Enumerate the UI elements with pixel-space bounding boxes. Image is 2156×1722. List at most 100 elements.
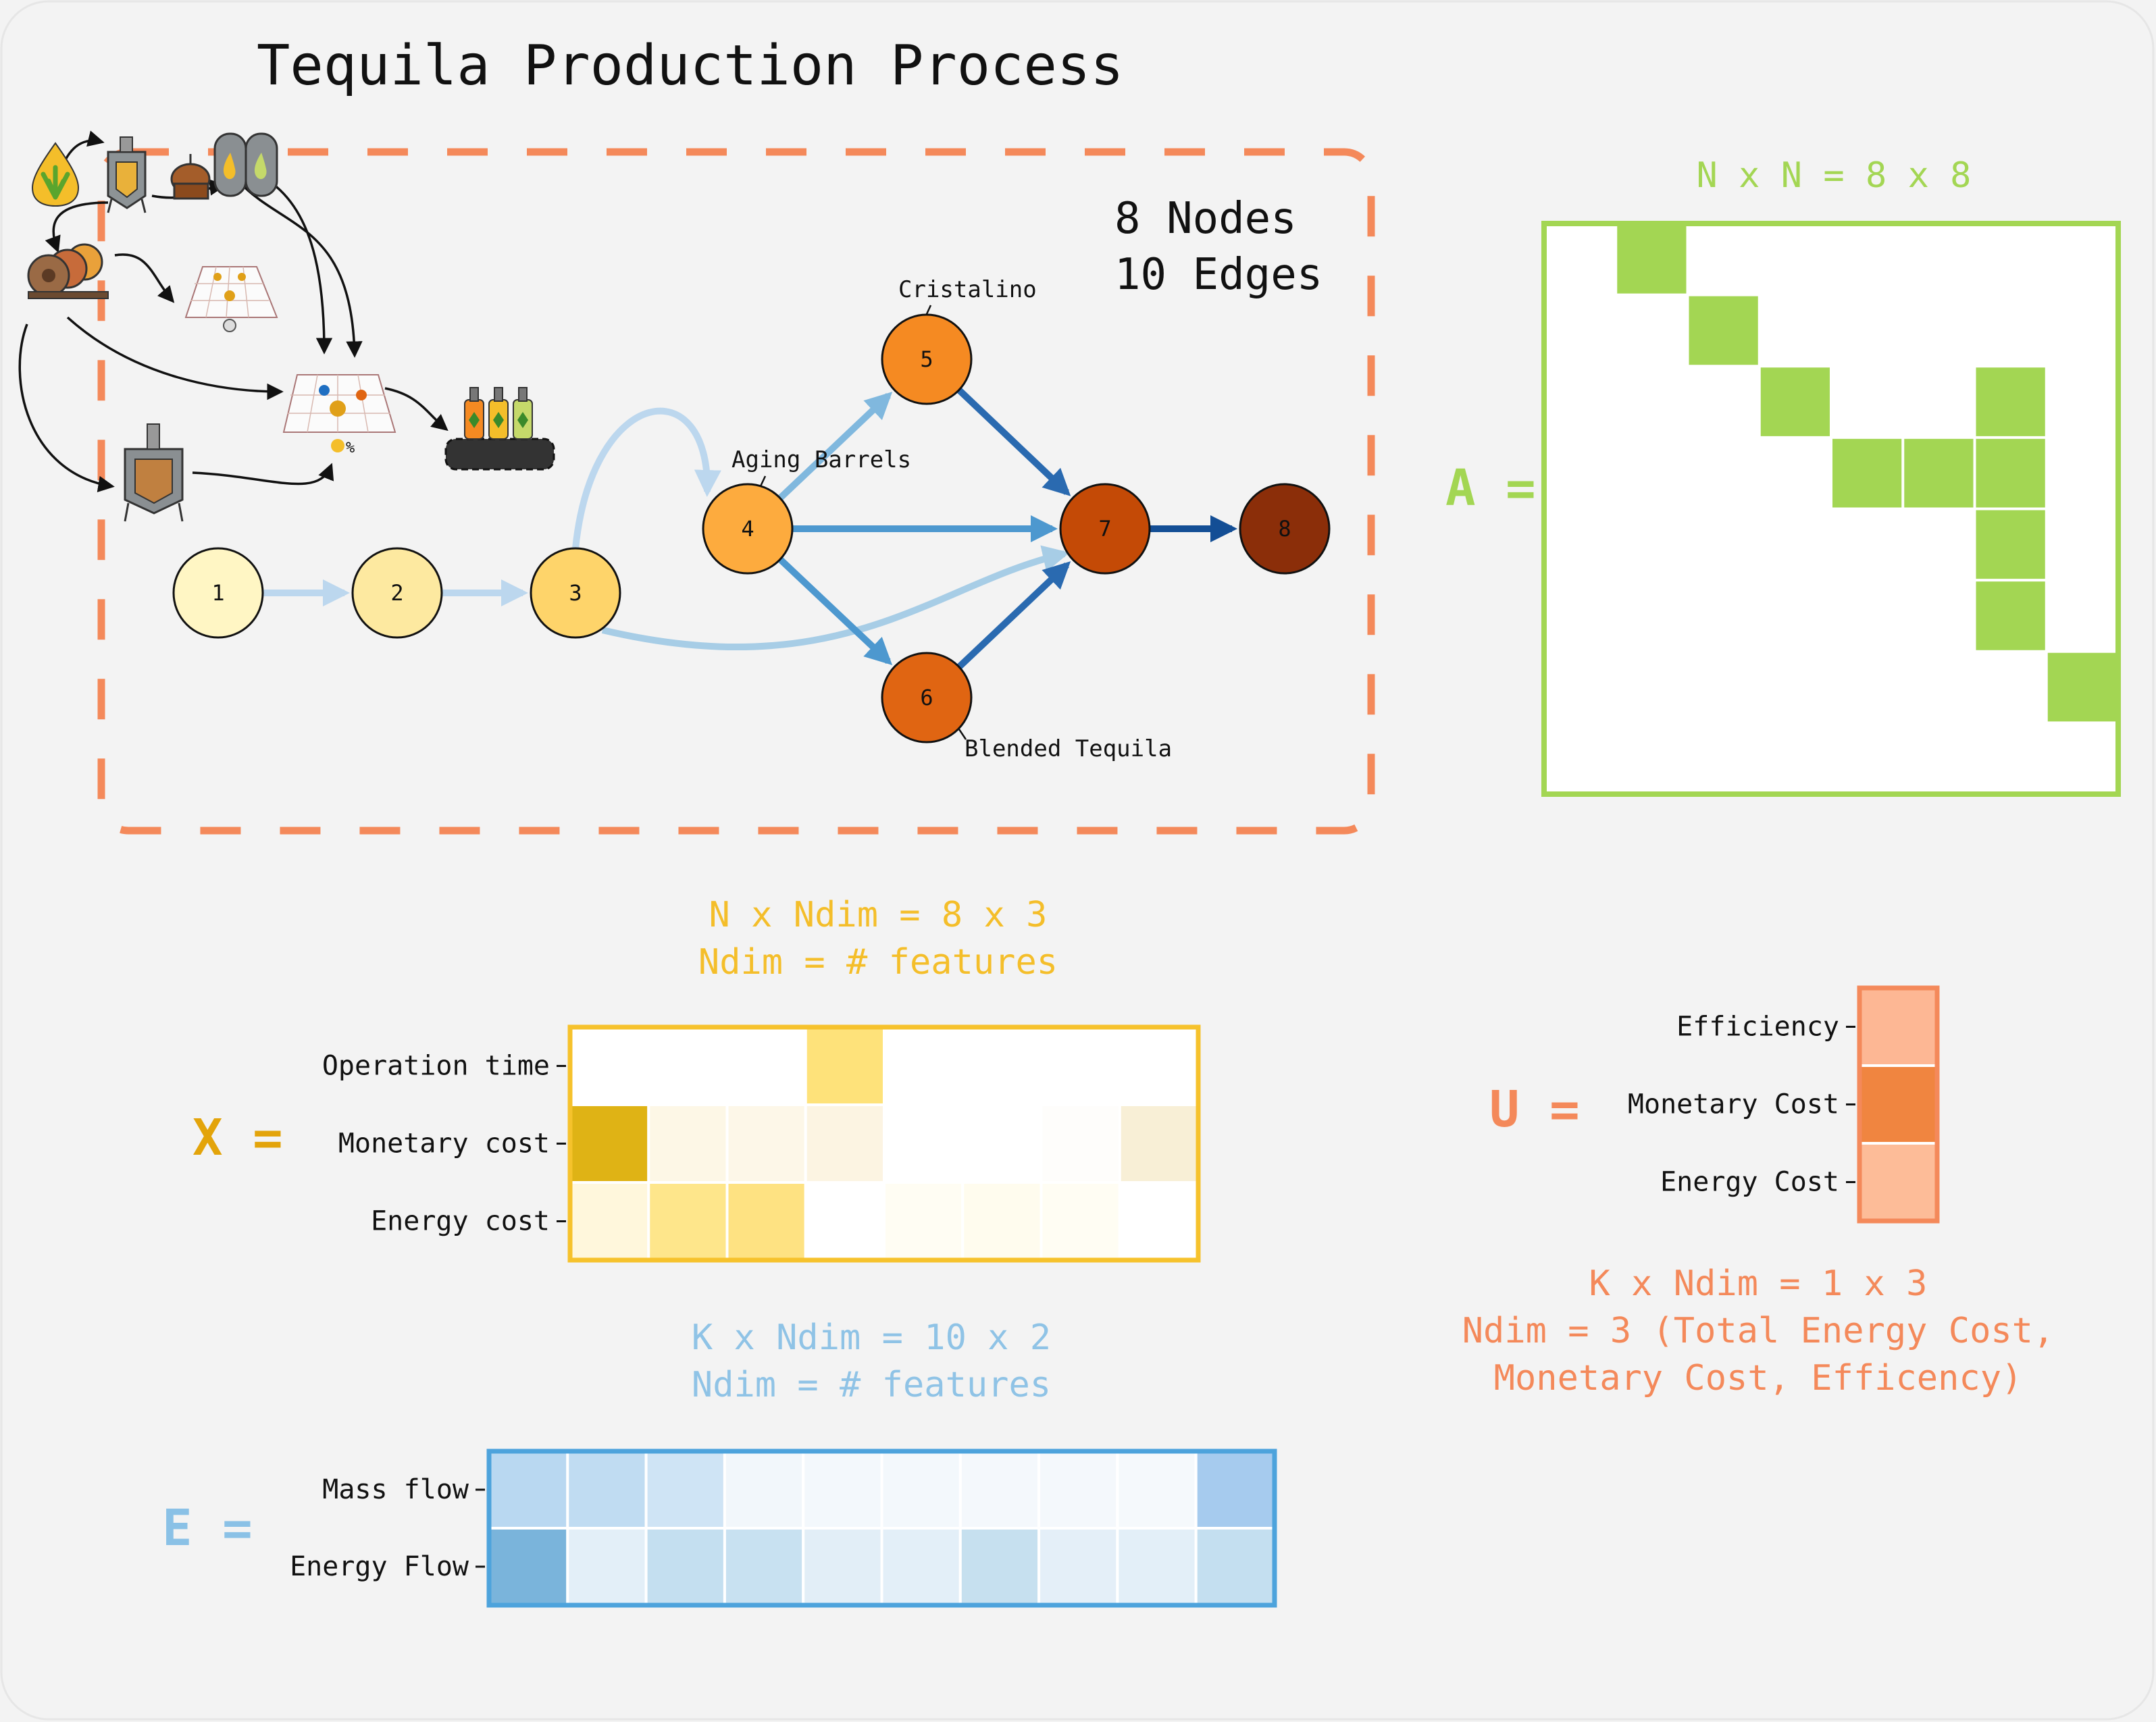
heatmap-cell xyxy=(647,1181,729,1261)
svg-text:%: % xyxy=(346,440,355,456)
node-4: 4 xyxy=(702,483,794,575)
node-label: 6 xyxy=(920,685,933,710)
node-8: 8 xyxy=(1239,483,1331,575)
edge-features-cells xyxy=(488,1450,1276,1607)
row-label: Energy cost xyxy=(371,1206,550,1237)
node-circle xyxy=(351,547,443,639)
node-circle xyxy=(172,547,264,639)
oven-icon xyxy=(107,136,147,213)
global-features-subtitle-1: Ndim = 3 (Total Energy Cost, xyxy=(1462,1311,2055,1351)
edge-3-4 xyxy=(572,407,721,549)
heatmap-cell xyxy=(1116,1450,1198,1530)
edge-features-border xyxy=(486,1449,1277,1608)
heatmap-cell xyxy=(802,1527,883,1607)
adjacency-cell xyxy=(1832,438,1902,508)
heatmap-cell xyxy=(725,1181,807,1261)
heatmap-cell xyxy=(725,1103,807,1184)
heatmap-cell xyxy=(961,1181,1043,1261)
global-features-symbol: U = xyxy=(1489,1080,1580,1139)
heatmap-cell xyxy=(488,1450,569,1530)
heatmap-cell xyxy=(958,1527,1041,1607)
heatmap-cell xyxy=(961,1026,1043,1106)
row-label: Energy Flow xyxy=(290,1551,469,1582)
edge-features-symbol: E = xyxy=(162,1499,253,1557)
heatmap-cell xyxy=(1040,1026,1121,1106)
adjacency-cell xyxy=(1760,367,1830,436)
node-label: 2 xyxy=(390,580,403,606)
node-features-symbol: X = xyxy=(192,1109,283,1167)
adjacency-dims-label: N x N = 8 x 8 xyxy=(1697,155,1972,196)
edge-features-subtitle: Ndim = # features xyxy=(692,1365,1051,1405)
row-label: Monetary Cost xyxy=(1628,1089,1839,1120)
node-circle xyxy=(881,652,973,743)
graph-edges xyxy=(263,387,1237,670)
heatmap-cell xyxy=(880,1527,962,1607)
heatmap-cell xyxy=(1118,1026,1200,1106)
node-circle xyxy=(702,483,794,575)
node-7: 7 xyxy=(1059,483,1151,575)
global-feature-cell xyxy=(1858,1064,1939,1145)
heatmap-cell xyxy=(958,1450,1041,1530)
node-circle xyxy=(881,313,973,405)
heatmap-cell xyxy=(1040,1103,1121,1184)
heatmap-cell xyxy=(1116,1527,1198,1607)
global-features-cells xyxy=(1858,987,1939,1222)
node-label: 7 xyxy=(1098,516,1111,542)
blending-grid-icon xyxy=(184,266,278,332)
adjacency-cell xyxy=(1617,225,1687,294)
node-6: 6 xyxy=(881,652,973,743)
heatmap-cell xyxy=(644,1450,726,1530)
node-5: 5 xyxy=(881,313,973,405)
edge-4-5 xyxy=(777,392,893,501)
adjacency-cell xyxy=(1689,296,1758,365)
adjacency-cell xyxy=(1904,438,1974,508)
node-3: 3 xyxy=(530,547,621,639)
node-features-dims-label: N x Ndim = 8 x 3 xyxy=(709,895,1048,935)
fermentation-tanks-icon xyxy=(213,132,278,197)
heatmap-cell xyxy=(1037,1450,1119,1530)
heatmap-cell xyxy=(488,1527,569,1607)
adjacency-cell xyxy=(2047,652,2117,722)
node-label: 5 xyxy=(920,346,933,372)
heatmap-cell xyxy=(802,1450,883,1530)
heatmap-cell xyxy=(883,1103,965,1184)
process-flow-illustration: % xyxy=(18,130,555,522)
heatmap-cell xyxy=(569,1103,650,1184)
row-label: Monetary cost xyxy=(338,1128,550,1159)
heatmap-cell xyxy=(1040,1181,1121,1261)
heatmap-cell xyxy=(569,1181,650,1261)
edge-6-7 xyxy=(956,561,1071,670)
global-features-border xyxy=(1857,985,1940,1224)
heatmap-cell xyxy=(647,1103,729,1184)
agave-icon xyxy=(31,142,80,207)
global-feature-cell xyxy=(1858,987,1939,1067)
heatmap-cell xyxy=(1194,1450,1276,1530)
heatmap-cell xyxy=(961,1103,1043,1184)
node-circle xyxy=(1239,483,1331,575)
heatmap-cell xyxy=(569,1026,650,1106)
adjacency-cell xyxy=(1976,581,2045,650)
node-features-cells xyxy=(569,1026,1200,1261)
row-label: Mass flow xyxy=(322,1474,469,1505)
heatmap-cell xyxy=(723,1527,805,1607)
node-count-label: 8 Nodes xyxy=(1114,194,1297,244)
node-label: 4 xyxy=(741,516,754,542)
adjacency-symbol: A = xyxy=(1445,459,1536,517)
adjacency-cell xyxy=(1976,510,2045,579)
page-title: Tequila Production Process xyxy=(257,34,1124,98)
barrels-icon xyxy=(27,243,109,299)
edge-5-7 xyxy=(956,387,1071,496)
heatmap-cell xyxy=(1118,1181,1200,1261)
edge-4-6 xyxy=(777,556,893,665)
heatmap-cell xyxy=(804,1103,886,1184)
node-label: 8 xyxy=(1278,516,1291,542)
graph-nodes: 1 2 3 4 5 6 7 8 xyxy=(172,313,1331,743)
bottling-line-icon xyxy=(444,387,555,471)
heatmap-cell xyxy=(723,1450,805,1530)
global-features-subtitle-2: Monetary Cost, Efficency) xyxy=(1494,1358,2023,1399)
edge-count-label: 10 Edges xyxy=(1114,250,1323,300)
node-label: 1 xyxy=(211,580,224,606)
